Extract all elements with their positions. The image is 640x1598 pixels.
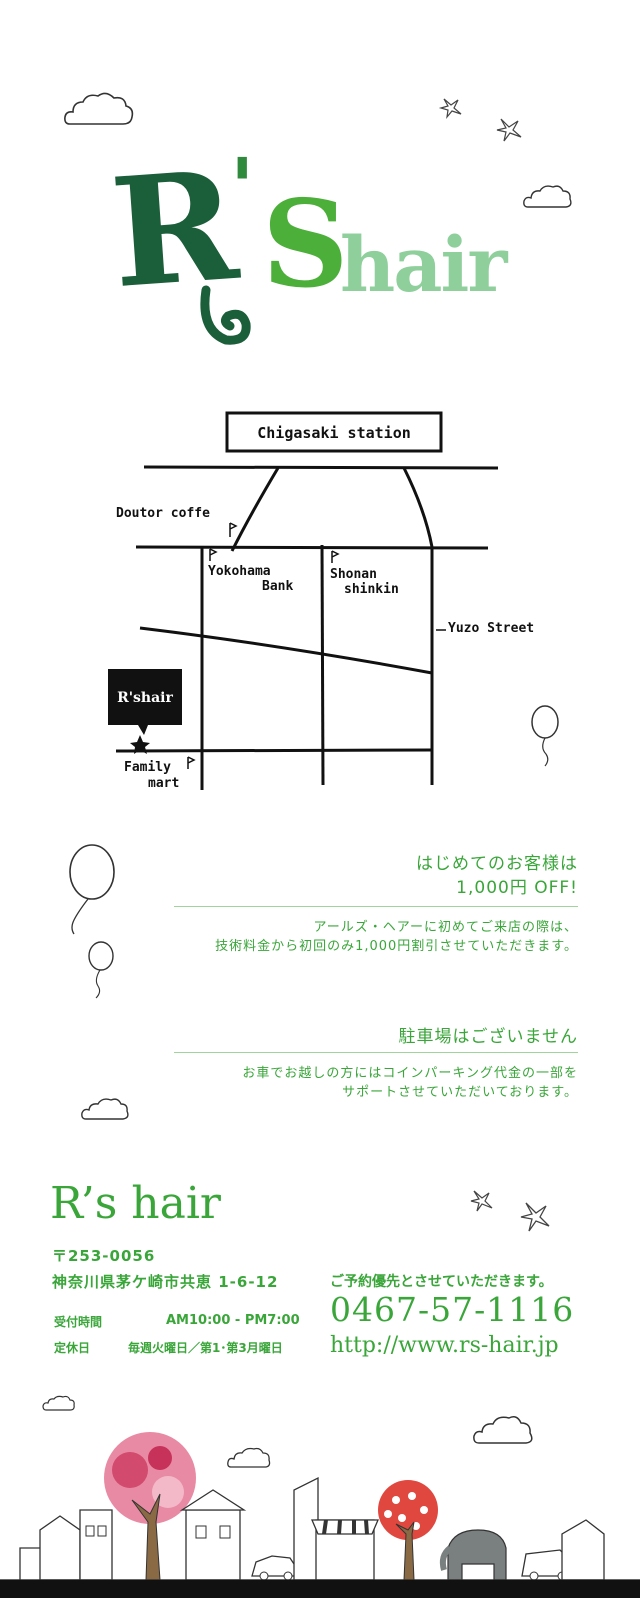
logo-apostrophe: ' bbox=[230, 140, 255, 234]
first-visit-body: アールズ・ヘアーに初めてご来店の際は、 技術料金から初回のみ1,000円割引させ… bbox=[215, 918, 578, 956]
shop-name: R’s hair bbox=[50, 1178, 221, 1229]
website-link[interactable]: http://www.rs-hair.jp bbox=[330, 1333, 559, 1358]
parking-body: お車でお越しの方にはコインパーキング代金の一部を サポートさせていただいておりま… bbox=[242, 1064, 578, 1102]
shop-zip: 〒253-0056 bbox=[52, 1247, 156, 1265]
cloud-icon bbox=[42, 1395, 75, 1411]
first-visit-title-line2: 1,000円 OFF! bbox=[456, 878, 578, 898]
first-visit-title-line1: はじめてのお客様は bbox=[416, 854, 578, 874]
hours-label: 受付時間 bbox=[54, 1315, 103, 1329]
map-illustration bbox=[108, 411, 499, 790]
balloon-icon bbox=[531, 705, 559, 767]
parking-body-line1: お車でお越しの方にはコインパーキング代金の一部を bbox=[242, 1066, 578, 1081]
map-family-label: Family mart bbox=[124, 760, 179, 792]
footer-bar bbox=[0, 1580, 640, 1598]
map-family-line1: Family bbox=[124, 760, 171, 775]
map-shonan-label: Shonan shinkin bbox=[330, 567, 399, 597]
bird-icon bbox=[470, 1190, 493, 1212]
map-station-label: Chigasaki station bbox=[257, 424, 411, 442]
logo-word-hair: hair bbox=[340, 220, 507, 309]
map-yokohama-line2: Bank bbox=[262, 579, 294, 594]
map-shop-label: R'shair bbox=[117, 690, 173, 706]
closed-value: 毎週火曜日／第1･第3月曜日 bbox=[128, 1341, 283, 1355]
logo-letter-s: S bbox=[262, 174, 349, 315]
first-visit-title: はじめてのお客様は 1,000円 OFF! bbox=[416, 852, 578, 900]
map-yokohama-label: Yokohama Bank bbox=[208, 564, 293, 594]
cloud-icon bbox=[473, 1416, 533, 1444]
balloon-icon bbox=[69, 844, 115, 935]
town-illustration bbox=[0, 1432, 640, 1580]
cloud-icon bbox=[227, 1447, 271, 1468]
parking-body-line2: サポートさせていただいております。 bbox=[342, 1085, 578, 1100]
phone-number[interactable]: 0467-57-1116 bbox=[330, 1290, 575, 1329]
closed-label: 定休日 bbox=[54, 1341, 91, 1355]
parking-title: 駐車場はございません bbox=[398, 1027, 578, 1047]
cloud-icon bbox=[81, 1098, 129, 1120]
hours-value: AM10:00 - PM7:00 bbox=[166, 1313, 300, 1328]
logo-swirl-icon bbox=[200, 285, 251, 345]
divider bbox=[174, 906, 578, 907]
first-visit-body-line1: アールズ・ヘアーに初めてご来店の際は、 bbox=[313, 920, 578, 935]
bird-icon bbox=[520, 1202, 550, 1232]
map-yokohama-line1: Yokohama bbox=[208, 564, 271, 579]
divider bbox=[174, 1052, 578, 1053]
map-shonan-line2: shinkin bbox=[344, 582, 399, 597]
shop-address: 神奈川県茅ケ崎市共恵 1-6-12 bbox=[52, 1273, 279, 1291]
first-visit-body-line2: 技術料金から初回のみ1,000円割引させていただきます。 bbox=[215, 939, 578, 954]
map-yuzo-label: Yuzo Street bbox=[448, 621, 535, 636]
map-family-line2: mart bbox=[148, 776, 180, 791]
map-doutor-label: Doutor coffe bbox=[116, 506, 210, 521]
reservation-note: ご予約優先とさせていただきます。 bbox=[330, 1274, 553, 1290]
map-shonan-line1: Shonan bbox=[330, 567, 377, 582]
balloon-icon bbox=[88, 941, 114, 999]
cloud-icon bbox=[523, 185, 572, 208]
bird-icon bbox=[438, 98, 462, 120]
logo: R ' S hair bbox=[106, 138, 532, 360]
bird-icon bbox=[496, 118, 522, 142]
cloud-icon bbox=[64, 92, 134, 125]
